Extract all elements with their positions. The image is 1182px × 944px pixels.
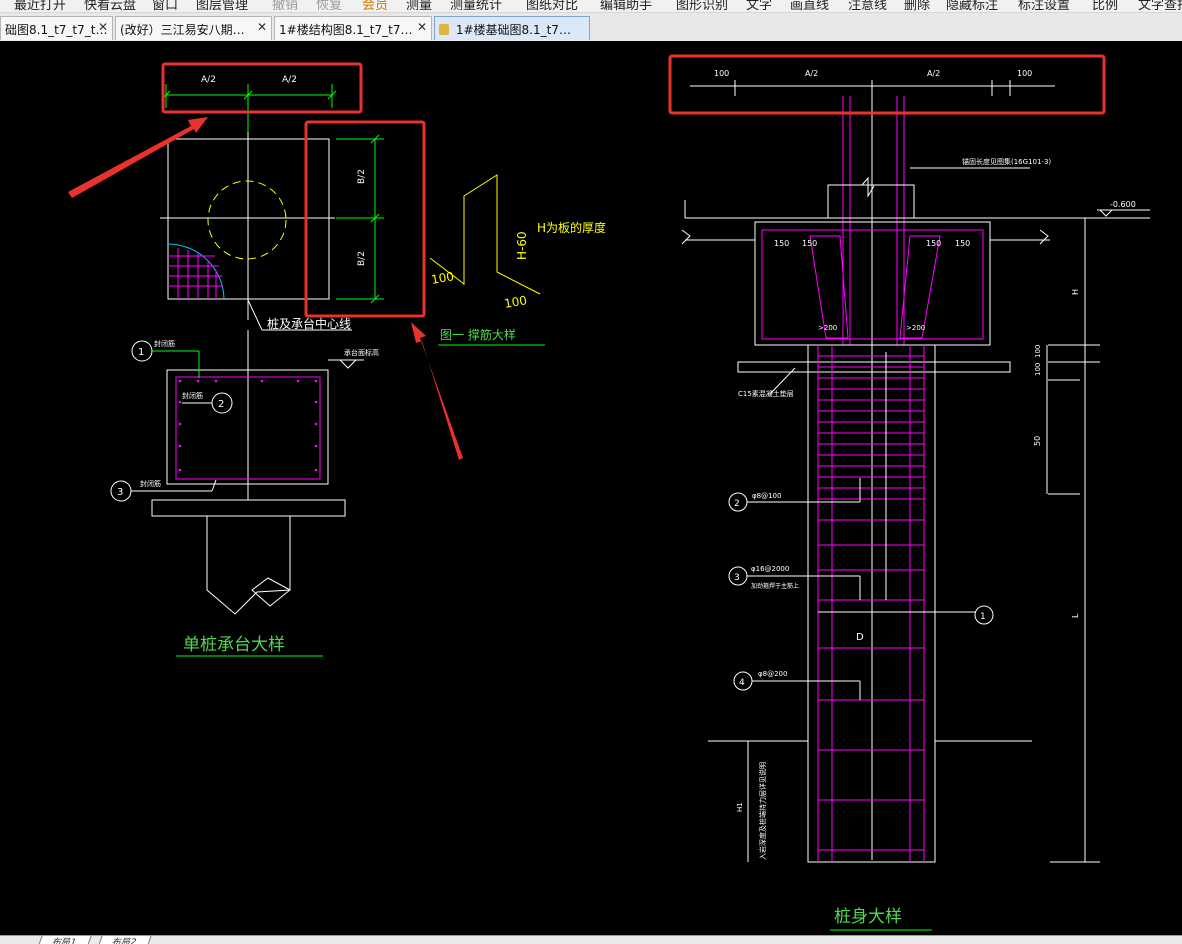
menu-cloud[interactable]: 快看云盘	[84, 0, 137, 13]
menu-measure[interactable]: 测量	[406, 0, 433, 13]
r-callout-1: 1	[980, 612, 986, 622]
close-icon[interactable]: ✕	[416, 20, 427, 34]
red-arrows	[68, 117, 463, 460]
menu-text[interactable]: 文字	[746, 0, 773, 13]
menu-shape-recognize[interactable]: 图形识别	[676, 0, 729, 13]
menu-hide-annotation[interactable]: 隐藏标注	[946, 0, 999, 13]
menu-edit-helper[interactable]: 编辑助手	[600, 0, 653, 13]
tab-doc-2[interactable]: (改好）三江易安八期… ✕	[115, 16, 272, 40]
bent-bar-detail: 100 100 H-60 H为板的厚度 图一 撑筋大样	[429, 174, 606, 346]
arrow-up-left-icon	[411, 322, 463, 460]
dim-50: 50	[1033, 436, 1042, 446]
menu-window[interactable]: 窗口	[152, 0, 179, 13]
dim-150-4: 150	[955, 239, 970, 248]
document-tab-bar: 础图8.1_t7_t7_t… ✕ (改好）三江易安八期… ✕ 1#楼结构图8.1…	[0, 13, 1182, 42]
menu-layers[interactable]: 图层管理	[196, 0, 249, 13]
dim-a-half-2: A/2	[282, 75, 297, 85]
dim-b-half-1: B/2	[357, 169, 367, 184]
left-cap-section: 承台面标高 1 封闭筋 2 封闭筋 3 封闭筋 单桩承台大样	[110, 330, 379, 657]
tab-label: (改好）三江易安八期…	[120, 23, 245, 37]
menu-text-search[interactable]: 文字查找	[1138, 0, 1182, 13]
cushion-note: C15素混凝土垫层	[738, 389, 794, 398]
menu-bar: 最近打开 快看云盘 窗口 图层管理 撤销 恢复 会员 测量 测量统计 图纸对比 …	[0, 0, 1182, 13]
dim-a-half-r1: A/2	[805, 69, 818, 78]
h1-note: 入岩深度及桩端持力层详见说明	[758, 762, 767, 860]
r-callout-3: 3	[734, 573, 740, 583]
menu-delete[interactable]: 删除	[904, 0, 931, 13]
tab-label: 础图8.1_t7_t7_t…	[5, 23, 108, 37]
callout-2: 2	[218, 399, 224, 410]
anchorage-note: 锚固长度见图集(16G101-3)	[962, 157, 1051, 166]
menu-measure-stats[interactable]: 测量统计	[450, 0, 503, 13]
tab-doc-1[interactable]: 础图8.1_t7_t7_t… ✕	[0, 16, 113, 40]
r-callout-2: 2	[734, 499, 740, 509]
dim-150-1: 150	[774, 239, 789, 248]
tab-doc-3[interactable]: 1#楼结构图8.1_t7_t7… ✕	[274, 16, 432, 40]
menu-annotation-settings[interactable]: 标注设置	[1018, 0, 1071, 13]
elevation-label: 承台面标高	[344, 348, 379, 357]
dim-H: H	[1071, 289, 1080, 295]
close-icon[interactable]: ✕	[256, 20, 267, 34]
r-callout-4: 4	[739, 678, 745, 688]
slab-thickness-note: H为板的厚度	[537, 220, 606, 235]
menu-undo[interactable]: 撤销	[272, 0, 299, 13]
menu-scale[interactable]: 比例	[1092, 0, 1119, 13]
dim-100-right: 100	[1017, 69, 1032, 78]
right-pile-detail: 100 A/2 A/2 100 锚固长度见图集(16G101-3) -0.600	[681, 69, 1150, 931]
menu-recent[interactable]: 最近打开	[14, 0, 67, 13]
menu-vip[interactable]: 会员	[362, 0, 389, 13]
elevation-value: -0.600	[1110, 200, 1136, 209]
callout-3: 3	[117, 487, 123, 498]
dim-100-second: 100	[1034, 363, 1042, 376]
bar4-spec: φ8@200	[758, 670, 787, 678]
callout-1: 1	[138, 347, 144, 358]
layout-tab-bar: 布局1 布局2	[0, 935, 1182, 944]
close-icon[interactable]: ✕	[97, 20, 108, 34]
dim-a-half-1: A/2	[201, 75, 216, 85]
bar1-label: 封闭筋	[154, 339, 175, 348]
centerline-label: 桩及承台中心线	[267, 316, 351, 331]
dim-H1: H1	[736, 802, 744, 812]
bent-bar-title: 图一 撑筋大样	[440, 327, 516, 342]
red-annotations	[161, 54, 1106, 318]
bar2-spec: φ8@100	[752, 492, 781, 500]
dim-100b: 100	[503, 293, 528, 311]
highlight-box-side	[304, 120, 426, 318]
bar2-label: 封闭筋	[182, 391, 203, 400]
highlight-box-top-left	[161, 62, 363, 114]
dim-h60: H-60	[515, 231, 529, 260]
tab-label: 1#楼基础图8.1_t7…	[455, 23, 571, 37]
dim-100a: 100	[430, 269, 455, 287]
gt200-2: >200	[906, 324, 925, 332]
dim-D: D	[856, 632, 864, 643]
highlight-box-top-right	[668, 54, 1106, 115]
tab-doc-4[interactable]: 1#楼基础图8.1_t7…	[434, 16, 590, 40]
dim-L: L	[1071, 613, 1080, 618]
cad-drawing: A/2 A/2 B/2 B/2 桩及承台中心线	[68, 54, 1150, 931]
dim-b-half-2: B/2	[357, 251, 367, 266]
bar3-label: 封闭筋	[140, 479, 161, 488]
lock-icon	[439, 24, 449, 35]
dim-a-half-r2: A/2	[927, 69, 940, 78]
menu-draw-line[interactable]: 画直线	[790, 0, 830, 13]
left-detail-title: 单桩承台大样	[183, 635, 285, 655]
dim-150-3: 150	[926, 239, 941, 248]
tab-label: 1#楼结构图8.1_t7_t7…	[279, 23, 413, 37]
arrow-up-right-icon	[68, 117, 208, 198]
dim-150-2: 150	[802, 239, 817, 248]
gt200-1: >200	[818, 324, 837, 332]
menu-compare[interactable]: 图纸对比	[526, 0, 579, 13]
menu-redo[interactable]: 恢复	[316, 0, 343, 13]
dim-100-top: 100	[1034, 345, 1042, 358]
left-cap-plan: A/2 A/2 B/2 B/2 桩及承台中心线	[160, 75, 384, 331]
right-detail-title: 桩身大样	[834, 907, 902, 927]
drawing-canvas[interactable]: A/2 A/2 B/2 B/2 桩及承台中心线	[0, 41, 1182, 935]
menu-note-line[interactable]: 注意线	[848, 0, 888, 13]
dim-100-left: 100	[714, 69, 729, 78]
bar3-spec: φ16@2000	[751, 565, 789, 573]
bar3-note: 加劲箍焊于主筋上	[751, 582, 799, 590]
